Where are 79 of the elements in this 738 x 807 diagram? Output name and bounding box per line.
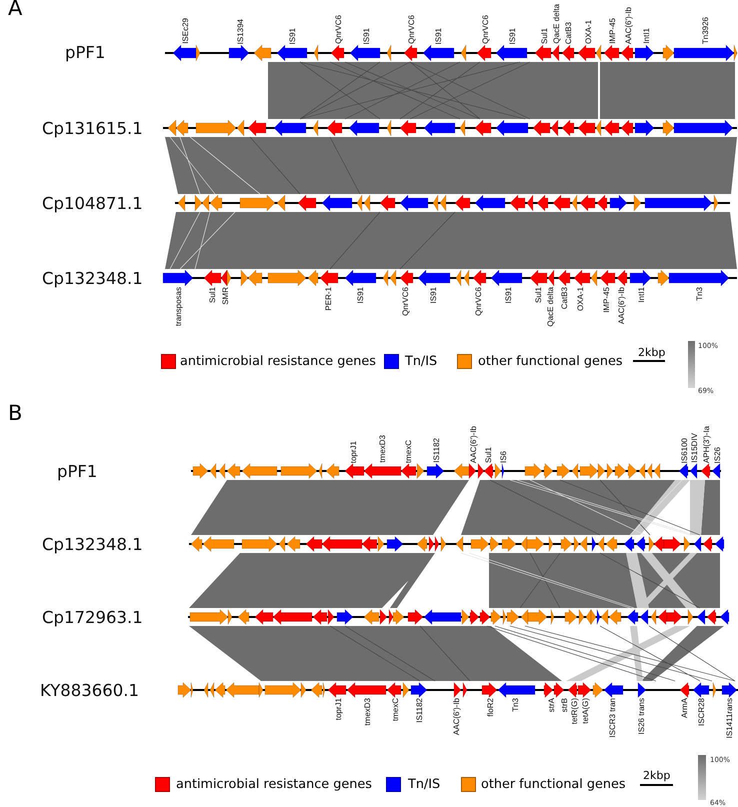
legend-label: antimicrobial resistance genes [176, 776, 372, 792]
gene-label: IS15DIV [690, 433, 698, 463]
legend-label: antimicrobial resistance genes [180, 354, 376, 370]
gene-label: Tn3926 [700, 16, 710, 44]
panel-letter: B [8, 401, 22, 425]
gene-label: IS1182 [432, 438, 440, 463]
gene-label: toprJ1 [334, 698, 342, 720]
sequence-name: pPF1 [65, 43, 106, 63]
gene-label: IS91 [508, 28, 516, 44]
sequence-name: Cp104871.1 [42, 194, 143, 214]
gene-label: IMP-45 [602, 287, 610, 313]
gene-label: IS91 [288, 28, 296, 44]
gene-label: IS1394 [236, 18, 244, 44]
sequence-name: Cp132348.1 [42, 535, 143, 555]
gene-label: QnrVC6 [480, 15, 490, 44]
gene-label: ISCR28 [696, 698, 706, 726]
gene-label: IS6 [498, 450, 508, 463]
scale-label: 2kbp [643, 768, 670, 782]
gene-label: Sul1 [534, 287, 542, 304]
gene-label: OXA-1 [584, 20, 592, 44]
panel-letter: A [8, 0, 22, 20]
gene-label: tmexD3 [378, 435, 386, 463]
sequence-name: Cp131615.1 [42, 119, 143, 139]
sequence-name: pPF1 [57, 462, 98, 482]
gene-label: IS1411rans [724, 698, 734, 738]
gene-label: IS26 [712, 446, 722, 463]
gene-label: strB [560, 698, 568, 712]
gene-label: tmexC [390, 698, 400, 722]
legend-label: Tn/IS [408, 776, 440, 792]
gene-label: transposas [174, 287, 182, 326]
gene-label: IMP-45 [608, 18, 616, 44]
gene-label: CatB3 [560, 287, 568, 310]
gene-label: ISCR3 tran [608, 698, 616, 738]
sequence-name: Cp172963.1 [42, 608, 143, 628]
gene-label: Sul1 [484, 446, 492, 463]
gene-label: Sul1 [540, 28, 548, 44]
gene-label: tmexC [404, 440, 412, 463]
gene-label: PER-1 [324, 287, 332, 311]
gene-label: Tn3 [510, 698, 520, 712]
gene-label: IS26 trans [636, 698, 646, 734]
gene-label: APH(3')-Ia [702, 426, 710, 463]
gene-label: tetR(G) [570, 698, 578, 724]
gene-label: AAC(6')-Ib [452, 698, 460, 736]
gene-label: IS6100 [680, 438, 688, 463]
gene-label: QnrVC6 [400, 287, 410, 316]
sequence-name: Cp132348.1 [42, 269, 143, 289]
gene-label: tmexD3 [362, 698, 372, 726]
gene-label: IS91 [434, 28, 442, 44]
gene-label: AAC(6')-Ib [624, 6, 632, 44]
gene-label: IS91 [504, 287, 512, 304]
gene-label: QnrVC6 [406, 15, 416, 44]
gene-label: QnrVC6 [474, 287, 482, 316]
gene-label: SMR [220, 287, 230, 305]
gene-label: IS91 [362, 28, 370, 44]
gene-label: IS1182 [414, 698, 424, 723]
gene-label: toprJ1 [348, 440, 358, 463]
gene-label: floR2 [486, 698, 494, 717]
gene-label: AAC(6')-Ib [616, 287, 626, 324]
scale-label: 2kbp [638, 346, 666, 358]
gene-label: QnrVC6 [334, 15, 342, 44]
gene-label: Sul1 [208, 287, 216, 304]
gene-label: AAC(6')-Ib [468, 426, 478, 463]
gene-label: QacE delta [552, 4, 560, 44]
legend-label: other functional genes [481, 776, 626, 792]
legend-label: other functional genes [478, 354, 623, 370]
gene-label: strA [546, 698, 556, 712]
sequence-name: KY883660.1 [40, 681, 140, 701]
gene-label: IS91 [428, 287, 438, 304]
gene-label: OXA-1 [576, 287, 584, 312]
gene-label: CatB3 [564, 22, 572, 44]
gene-label: IntI1 [636, 287, 646, 303]
gene-label: IntI1 [642, 28, 650, 44]
gene-label: ISEc29 [180, 18, 190, 44]
gene-label: tetA(G) [580, 698, 590, 724]
gene-label: Tn3 [694, 287, 704, 301]
gene-label: QacE delta [546, 287, 554, 327]
gene-label: IS91 [356, 287, 364, 304]
legend-label: Tn/IS [405, 354, 438, 370]
gene-label: ArmA [680, 698, 688, 718]
